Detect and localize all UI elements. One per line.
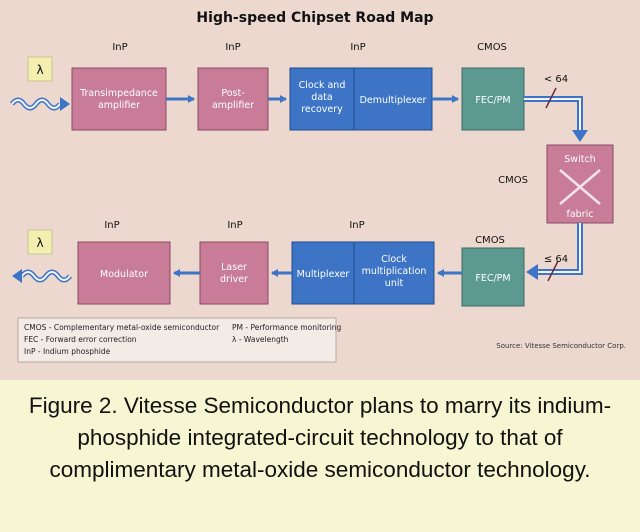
- svg-text:unit: unit: [385, 278, 404, 289]
- svg-text:FEC/PM: FEC/PM: [475, 95, 510, 106]
- svg-text:driver: driver: [220, 274, 248, 285]
- svg-text:Post-: Post-: [221, 88, 244, 99]
- legend-cmos: CMOS - Complementary metal-oxide semicon…: [24, 323, 220, 332]
- tech-label-fec-bottom: CMOS: [475, 235, 505, 246]
- svg-text:fabric: fabric: [567, 209, 594, 220]
- output-wavelength-symbol: λ: [36, 236, 43, 250]
- svg-text:recovery: recovery: [301, 104, 343, 115]
- svg-text:Modulator: Modulator: [100, 269, 148, 280]
- diagram-background: [0, 0, 640, 380]
- block-clock-multiplication-unit: Clock multiplication unit: [353, 241, 435, 305]
- svg-text:multiplication: multiplication: [362, 266, 427, 277]
- svg-text:Clock: Clock: [381, 254, 407, 265]
- svg-text:Clock and: Clock and: [299, 80, 346, 91]
- block-post-amplifier: Post- amplifier: [197, 67, 269, 131]
- block-switch-fabric: Switch fabric: [546, 144, 614, 224]
- bottom-bus-from-switch: [526, 223, 583, 282]
- tech-label-post-amplifier: InP: [225, 42, 240, 53]
- legend-inp: InP - Indium phosphide: [24, 347, 111, 356]
- svg-text:data: data: [311, 92, 332, 103]
- legend-pm: PM - Performance monitoring: [232, 323, 342, 332]
- svg-text:FEC/PM: FEC/PM: [475, 273, 510, 284]
- input-wavelength-symbol: λ: [36, 63, 43, 77]
- legend-box: CMOS - Complementary metal-oxide semicon…: [17, 317, 342, 363]
- tech-label-modulator: InP: [104, 220, 119, 231]
- output-wavelength-box: [27, 229, 53, 255]
- tech-label-switch: CMOS: [498, 175, 528, 186]
- svg-text:Multiplexer: Multiplexer: [297, 269, 350, 280]
- legend-fec: FEC - Forward error correction: [24, 335, 137, 344]
- tech-label-transimpedance: InP: [112, 42, 127, 53]
- svg-text:Demultiplexer: Demultiplexer: [360, 95, 427, 106]
- chipset-road-map-diagram: High-speed Chipset Road Map λ InP InP In…: [0, 0, 640, 380]
- svg-text:Transimpedance: Transimpedance: [79, 88, 158, 99]
- svg-text:Switch: Switch: [564, 154, 595, 165]
- block-fec-pm-bottom: FEC/PM: [461, 247, 525, 307]
- bottom-bus-width-label: ≤ 64: [544, 254, 568, 265]
- legend-lambda: λ - Wavelength: [232, 335, 289, 344]
- figure-caption-area: Figure 2. Vitesse Semiconductor plans to…: [0, 382, 640, 532]
- svg-text:amplifier: amplifier: [98, 100, 140, 111]
- tech-label-multiplexer: InP: [349, 220, 364, 231]
- svg-text:Laser: Laser: [221, 262, 247, 273]
- tech-label-clock-recovery: InP: [350, 42, 365, 53]
- top-bus-to-switch: [524, 87, 588, 142]
- block-laser-driver: Laser driver: [199, 241, 269, 305]
- block-multiplexer: Multiplexer: [291, 241, 355, 305]
- figure-caption: Figure 2. Vitesse Semiconductor plans to…: [28, 393, 612, 482]
- diagram-title: High-speed Chipset Road Map: [196, 10, 433, 26]
- svg-text:amplifier: amplifier: [212, 100, 254, 111]
- block-transimpedance-amplifier: Transimpedance amplifier: [71, 67, 167, 131]
- block-fec-pm-top: FEC/PM: [461, 67, 525, 131]
- tech-label-laser-driver: InP: [227, 220, 242, 231]
- top-bus-width-label: < 64: [544, 74, 568, 85]
- input-wavelength-box: [27, 56, 53, 82]
- tech-label-fec-top: CMOS: [477, 42, 507, 53]
- block-clock-data-recovery: Clock and data recovery: [289, 67, 355, 131]
- source-credit: Source: Vitesse Semiconductor Corp.: [496, 342, 626, 350]
- block-demultiplexer: Demultiplexer: [353, 67, 433, 131]
- block-modulator: Modulator: [77, 241, 171, 305]
